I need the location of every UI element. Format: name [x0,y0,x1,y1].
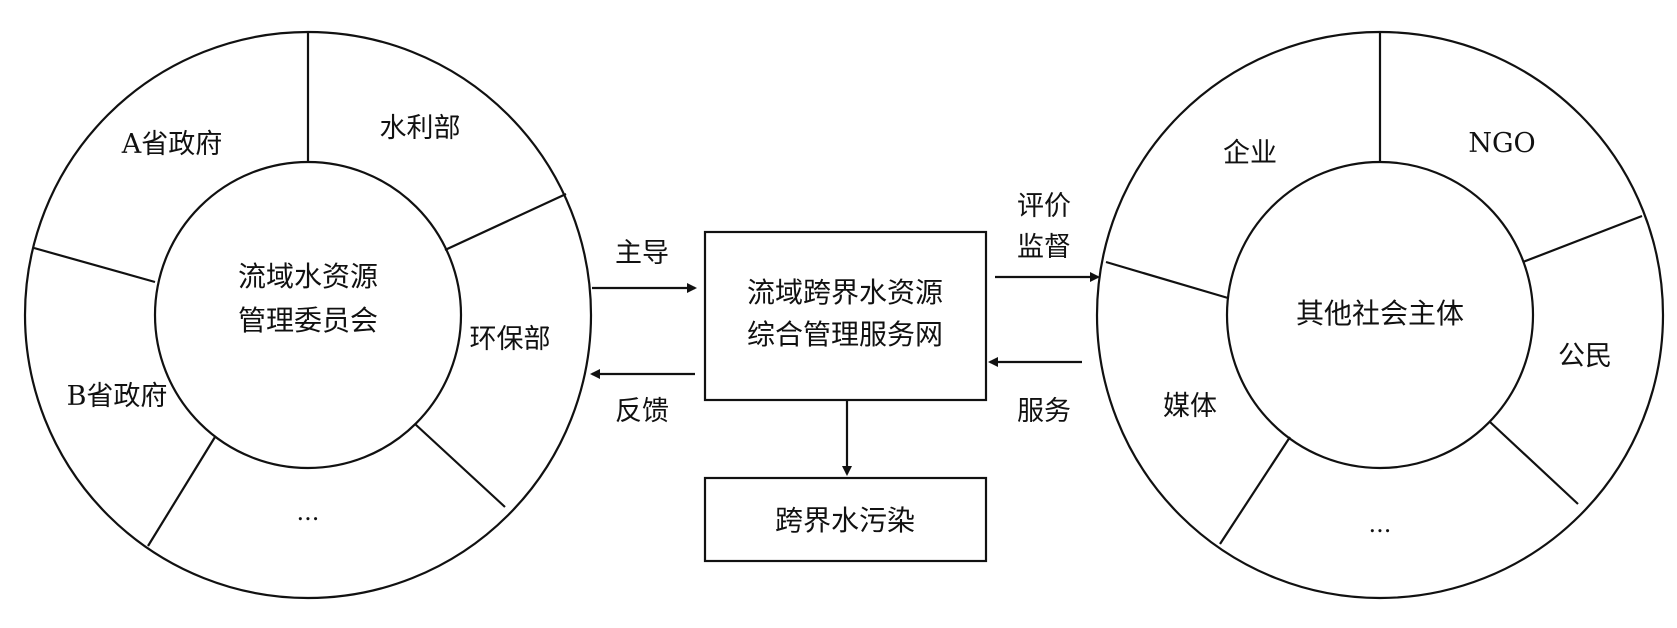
left-segment-water-ministry: 水利部 [380,113,461,144]
right-segment-enterprise: 企业 [1223,138,1277,169]
right-segment-citizens: 公民 [1558,341,1612,372]
left-segment-environment-ministry: 环保部 [470,324,551,355]
left-ring: 流域水资源 管理委员会 A省政府 水利部 环保部 ... B省政府 [23,30,593,600]
right-divider-4 [1219,436,1291,545]
left-divider-2 [444,193,567,251]
right-divider-5 [1105,260,1229,300]
left-segment-a-province: A省政府 [121,129,223,160]
right-ring: 其他社会主体 企业 NGO 公民 ... 媒体 [1095,30,1665,600]
center-section: 流域跨界水资源 综合管理服务网 跨界水污染 [703,230,988,563]
right-divider-3 [1489,421,1579,505]
right-center-label: 其他社会主体 [1296,297,1464,330]
pollution-label: 跨界水污染 [775,504,915,537]
right-segment-ellipsis: ... [1369,510,1392,538]
service-network-line1: 流域跨界水资源 [747,276,943,309]
left-divider-4 [147,436,216,547]
lead-label: 主导 [615,238,669,269]
right-arrows: 评价 监督 服务 [988,191,1100,427]
pollution-box [703,476,988,563]
service-network-box [703,230,988,402]
service-label: 服务 [1017,396,1071,427]
left-center-line1: 流域水资源 [238,260,378,293]
left-divider-3 [414,423,506,508]
supervise-label: 监督 [1017,232,1071,263]
left-center-line2: 管理委员会 [238,304,378,337]
left-arrows: 主导 反馈 [590,238,697,427]
right-segment-ngo: NGO [1468,128,1535,159]
left-segment-b-province: B省政府 [67,381,168,412]
left-segment-ellipsis: ... [297,498,320,526]
right-divider-2 [1522,214,1643,264]
service-network-line2: 综合管理服务网 [747,318,943,351]
evaluate-label: 评价 [1017,191,1071,222]
right-segment-media: 媒体 [1163,391,1217,422]
left-divider-5 [33,246,156,284]
feedback-label: 反馈 [615,396,669,427]
